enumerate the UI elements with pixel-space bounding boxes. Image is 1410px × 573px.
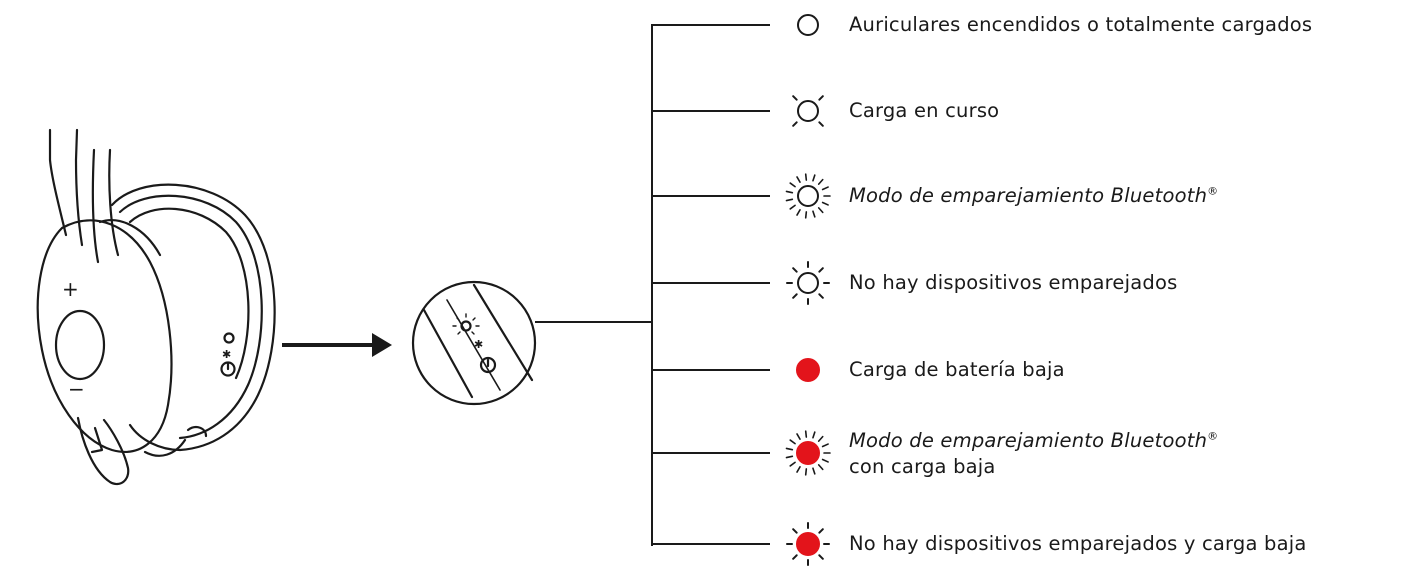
power-button [220,361,236,377]
led-ray [821,186,829,191]
legend-label: No hay dispositivos emparejados y carga … [849,532,1307,555]
led-ray [812,467,816,475]
slow-blink-white-led-icon [786,261,830,305]
led-ray [789,204,796,210]
connector-lines [535,24,770,546]
led-ray [818,554,824,560]
led-ray [817,435,824,442]
legend-label: Carga en curso [849,99,1000,122]
led-ray [804,430,808,438]
led-ray [792,528,798,534]
led-dot [796,532,820,556]
arrow [282,333,392,357]
registered-mark: ® [1207,429,1219,443]
led-dot [797,272,819,294]
slow-blink-red-led-icon [786,522,830,566]
magnifier-circle [411,280,537,406]
magnified-led-icon [460,320,472,332]
led-ray [818,95,824,101]
led-dot [796,358,820,382]
led-ray [818,267,824,273]
legend-label: Carga de batería baja [849,358,1065,381]
led-ray [817,207,824,214]
led-ray [821,443,829,448]
ear-cushion [110,183,276,452]
led-dot [797,185,819,207]
legend-label: No hay dispositivos emparejados [849,271,1178,294]
legend-label: Auriculares encendidos o totalmente carg… [849,13,1313,36]
legend-item-slow-blink-white: No hay dispositivos emparejados [849,270,1177,296]
legend-item-slow-blink-red: No hay dispositivos emparejados y carga … [849,531,1307,557]
led-state-icons [785,14,831,566]
solid-red-led-icon [796,358,820,382]
legend-item-solid-white: Auriculares encendidos o totalmente carg… [849,12,1312,38]
led-ray [792,95,798,101]
solid-white-led-icon [797,14,819,36]
legend-item-fast-blink-red: Modo de emparejamiento Bluetooth® con ca… [849,428,1218,480]
legend-item-breathing-white: Carga en curso [849,98,999,124]
led-ray [785,198,794,202]
led-ray [789,182,796,188]
led-ray [792,554,798,560]
led-ray [792,293,798,299]
led-ray [785,455,794,459]
led-ray [792,121,798,127]
legend-label: Modo de emparejamiento Bluetooth [849,184,1208,207]
led-indicator [223,332,235,344]
call-button [54,309,106,381]
led-ray [792,267,798,273]
led-ray [804,173,808,181]
headband [48,128,120,264]
volume-up-symbol: + [62,277,79,301]
led-ray [821,201,829,206]
bluetooth-symbol: ✱ [222,348,231,361]
led-dot [797,14,819,36]
earcup [36,219,173,453]
breathing-white-led-icon [792,95,824,127]
led-ray [796,209,801,216]
magnified-detail: ✱ [411,280,537,406]
boom-mic [76,416,130,486]
led-ray [818,528,824,534]
headset-illustration: + − ✱ [36,128,276,486]
led-ray [804,468,808,476]
led-ray [804,211,808,219]
led-ray [821,458,829,463]
volume-down-symbol: − [68,377,85,401]
led-ray [818,293,824,299]
led-ray [812,431,816,439]
led-ray [796,176,801,183]
led-ray [785,190,794,194]
led-ray [818,121,824,127]
led-ray [812,210,816,218]
led-dot [796,441,820,465]
led-ray [817,464,824,471]
legend-label: Modo de emparejamiento Bluetooth [849,429,1208,452]
led-ray [789,439,796,445]
legend-label-line2: con carga baja [849,455,996,478]
magnified-power-icon [479,356,497,374]
fast-blink-white-led-icon [785,173,831,219]
fast-blink-red-led-icon [785,430,831,476]
led-dot [797,100,819,122]
registered-mark: ® [1207,184,1219,198]
led-ray [785,447,794,451]
led-ray [817,178,824,185]
led-ray [796,433,801,440]
legend-item-fast-blink-white: Modo de emparejamiento Bluetooth® [849,183,1218,209]
legend-item-solid-red: Carga de batería baja [849,357,1065,383]
magnified-bluetooth-icon: ✱ [474,338,483,351]
led-ray [789,461,796,467]
led-ray [812,174,816,182]
led-ray [796,466,801,473]
